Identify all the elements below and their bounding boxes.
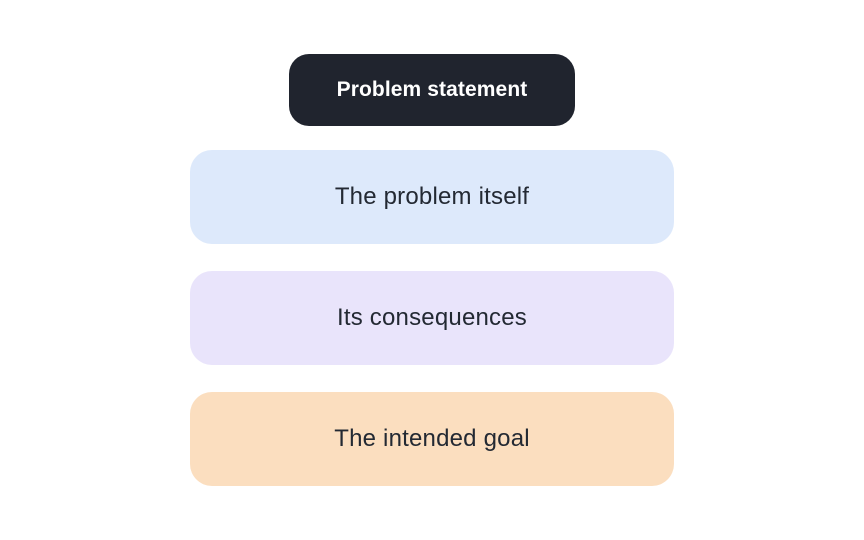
box-consequences: Its consequences: [190, 271, 674, 365]
problem-statement-label: Problem statement: [336, 78, 528, 101]
box-intended-goal: The intended goal: [190, 392, 674, 486]
box-problem-itself-label: The problem itself: [334, 183, 530, 210]
box-intended-goal-label: The intended goal: [334, 425, 530, 452]
box-problem-itself: The problem itself: [190, 150, 674, 244]
box-consequences-label: Its consequences: [337, 304, 527, 331]
problem-statement-header-pill: Problem statement: [289, 54, 575, 126]
